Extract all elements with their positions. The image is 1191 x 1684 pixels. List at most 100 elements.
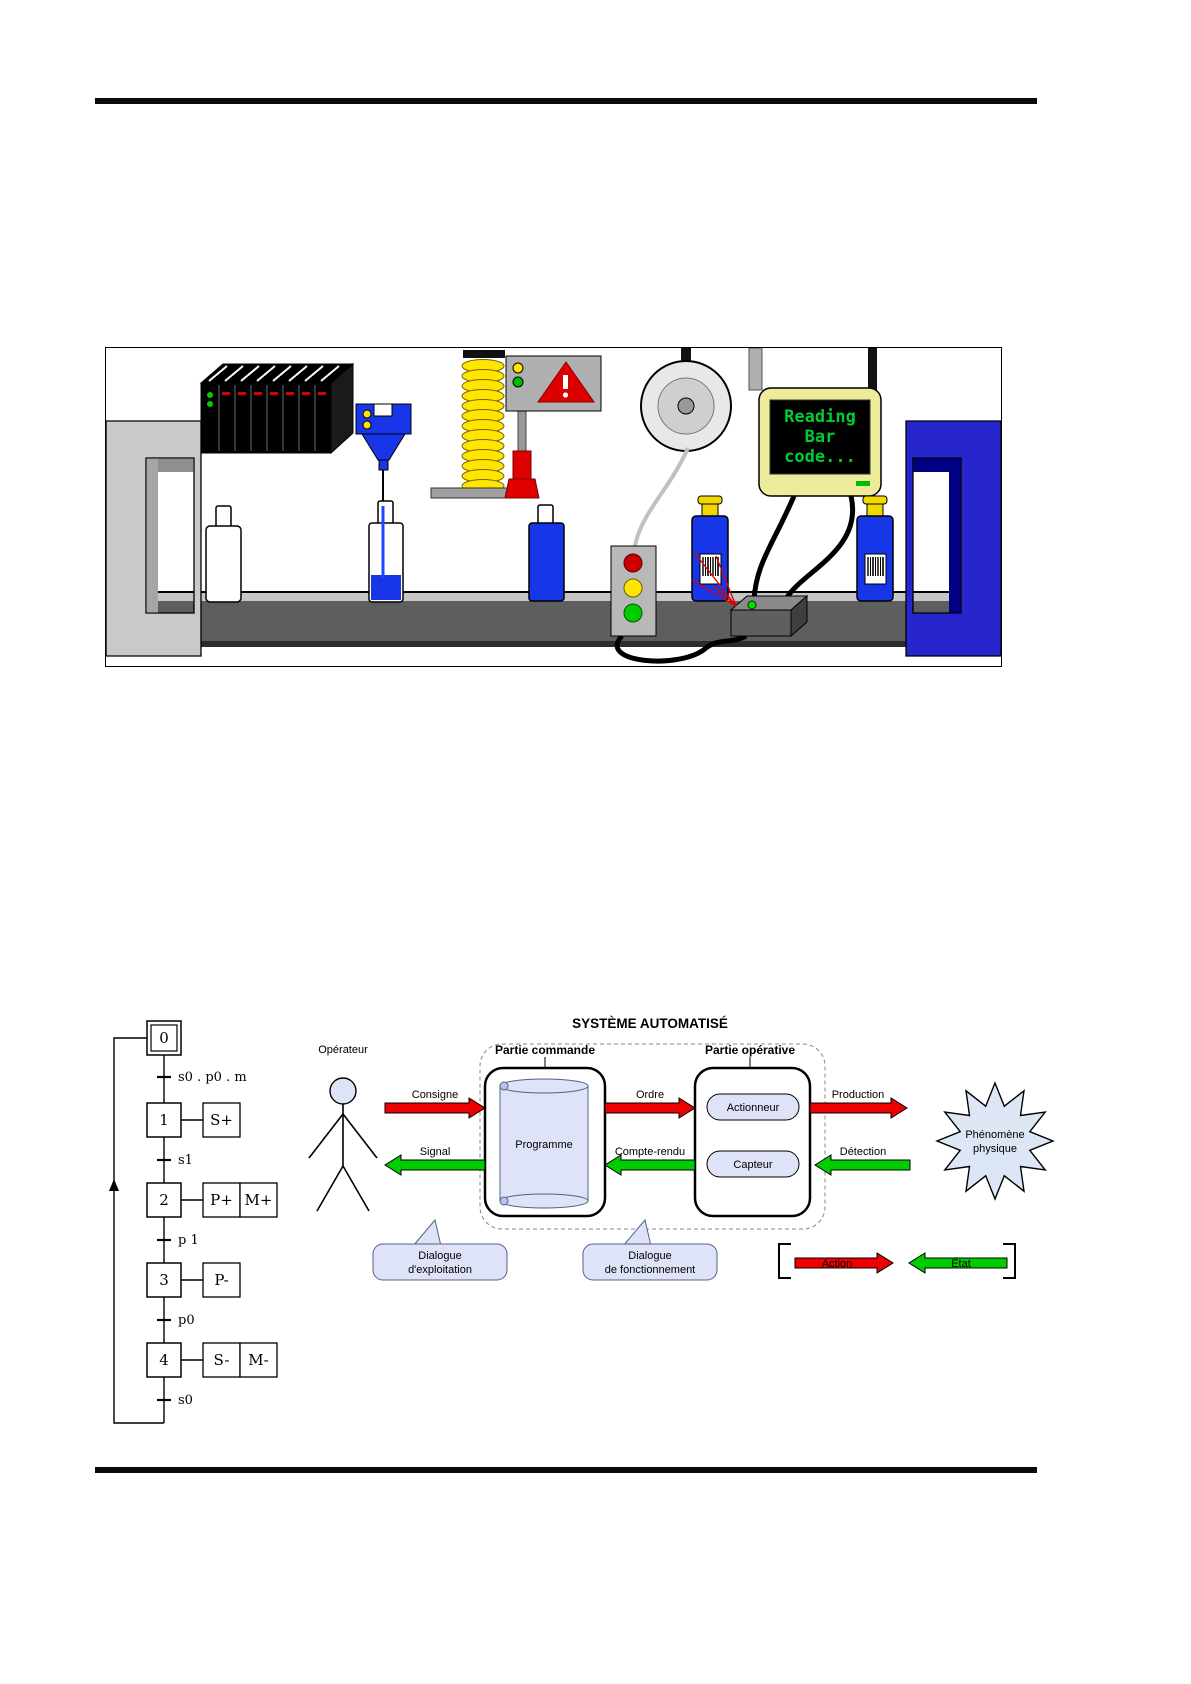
automated-system-diagram: SYSTÈME AUTOMATISÉ Opérateur Partie comm… xyxy=(295,1006,1070,1341)
laser-beams xyxy=(691,551,737,607)
step-3-action: P- xyxy=(214,1271,228,1289)
panel-green-light xyxy=(512,376,524,388)
programme-label: Programme xyxy=(515,1139,572,1151)
step-1-number: 1 xyxy=(159,1111,169,1129)
red-light xyxy=(623,553,643,573)
bottle-labeled xyxy=(691,495,729,602)
partie-operative-label: Partie opérative xyxy=(705,1043,795,1057)
plc-power-led xyxy=(207,392,213,398)
ordre-label: Ordre xyxy=(636,1089,664,1101)
loop-arrowhead xyxy=(109,1179,119,1191)
warning-sign-panel xyxy=(505,355,602,412)
legend-etat-label: État xyxy=(951,1257,971,1270)
transition-3-label: p0 xyxy=(178,1313,195,1328)
plc-controller xyxy=(199,362,355,455)
scanner-led xyxy=(747,600,757,610)
filling-station xyxy=(355,403,412,506)
operator-label: Opérateur xyxy=(318,1044,368,1056)
barcode-label-2 xyxy=(867,557,884,576)
operator-figure: Opérateur xyxy=(308,1044,378,1212)
step-0-number: 0 xyxy=(159,1029,169,1047)
grafcet-diagram: 0 s0 . p0 . m 1 S+ s1 2 P+ M+ p 1 xyxy=(100,1013,300,1458)
consigne-arrow xyxy=(384,1097,486,1119)
partie-operative: Partie opérative Actionneur Capteur xyxy=(693,1043,812,1218)
legend-action-label: Action xyxy=(822,1258,853,1270)
arrow-legend: Action État xyxy=(778,1243,1016,1279)
bottling-line-illustration: Reading Bar code... xyxy=(105,347,1002,667)
grafcet-step-4: 4 S- M- xyxy=(146,1342,278,1378)
monitor-hanger-right xyxy=(868,348,877,394)
step-3-number: 3 xyxy=(159,1271,169,1289)
compte-rendu-label: Compte-rendu xyxy=(615,1146,685,1158)
transition-4-label: s0 xyxy=(178,1393,193,1408)
capteur-label: Capteur xyxy=(733,1159,772,1171)
green-light xyxy=(623,603,643,623)
step-2-action-1: P+ xyxy=(210,1191,233,1209)
traffic-light xyxy=(610,545,657,637)
grafcet-step-1: 1 S+ xyxy=(146,1102,241,1138)
monitor-cable-1 xyxy=(751,495,797,601)
entry-tunnel xyxy=(106,420,202,657)
yellow-light xyxy=(623,578,643,598)
detection-arrow xyxy=(814,1154,911,1176)
dialogue-fonctionnement-bubble: Dialogue de fonctionnement xyxy=(582,1218,718,1281)
bottle-empty xyxy=(205,505,242,603)
partie-commande-label: Partie commande xyxy=(495,1043,595,1057)
signal-label: Signal xyxy=(420,1146,451,1158)
step-4-action-1: S- xyxy=(214,1351,230,1369)
step-1-action: S+ xyxy=(210,1111,233,1129)
exit-tunnel xyxy=(905,420,1001,657)
traffic-light-cable xyxy=(614,633,748,664)
monitor-text-line2: Bar xyxy=(805,427,836,447)
phenomene-line1: Phénomène xyxy=(965,1129,1024,1141)
ordre-arrow xyxy=(604,1097,696,1119)
consigne-label: Consigne xyxy=(412,1089,458,1101)
detection-label: Détection xyxy=(840,1146,886,1158)
bottle-labeled-2 xyxy=(856,495,894,602)
monitor-hanger-left xyxy=(748,348,763,391)
red-actuator xyxy=(504,450,540,499)
plc-status-leds xyxy=(222,392,326,395)
actionneur-block xyxy=(706,1093,800,1121)
barcode-monitor: Reading Bar code... xyxy=(758,387,882,497)
grafcet-svg: 0 s0 . p0 . m 1 S+ s1 2 P+ M+ p 1 xyxy=(109,1020,278,1424)
signal-arrow xyxy=(384,1154,486,1176)
phenomene-line2: physique xyxy=(973,1143,1017,1155)
actionneur-label: Actionneur xyxy=(727,1102,780,1114)
bubble1-line2: d'exploitation xyxy=(408,1264,472,1276)
transition-0-label: s0 . p0 . m xyxy=(178,1070,247,1085)
grafcet-step-2: 2 P+ M+ xyxy=(146,1182,278,1218)
phenomene-starburst: Phénomène physique xyxy=(935,1081,1055,1201)
legend-action-arrow xyxy=(794,1252,894,1274)
programme-scroll: Programme xyxy=(499,1078,589,1209)
bottle-full xyxy=(528,504,565,602)
dialogue-exploitation-bubble: Dialogue d'exploitation xyxy=(372,1218,508,1281)
monitor-power-led xyxy=(856,481,870,486)
grafcet-step-0: 0 xyxy=(146,1020,182,1056)
system-boundary xyxy=(479,1043,826,1230)
legend-etat-arrow xyxy=(908,1252,1008,1274)
transition-1-label: s1 xyxy=(178,1153,193,1168)
partie-commande: Partie commande Programme xyxy=(483,1043,607,1218)
monitor-cable-2 xyxy=(781,495,856,605)
actuator-rod xyxy=(517,410,527,452)
step-4-number: 4 xyxy=(159,1351,169,1369)
transition-2-label: p 1 xyxy=(178,1233,199,1248)
grafcet-step-3: 3 P- xyxy=(146,1262,241,1298)
legend-bracket-right xyxy=(1003,1243,1016,1279)
plc-run-led xyxy=(207,401,213,407)
bubble2-line1: Dialogue xyxy=(628,1250,671,1262)
bottling-line-scene: Reading Bar code... xyxy=(106,348,1001,664)
grafcet-loop-line xyxy=(113,1037,164,1424)
barcode-scanner xyxy=(729,594,809,638)
bubble2-line2: de fonctionnement xyxy=(605,1264,696,1276)
system-diagram-svg: SYSTÈME AUTOMATISÉ Opérateur Partie comm… xyxy=(308,1016,1055,1281)
coil-spring xyxy=(461,359,505,493)
step-2-action-2: M+ xyxy=(245,1191,273,1209)
panel-yellow-light xyxy=(512,362,524,374)
production-arrow xyxy=(809,1097,908,1119)
production-label: Production xyxy=(832,1089,885,1101)
system-title: SYSTÈME AUTOMATISÉ xyxy=(572,1016,728,1031)
bubble1-line1: Dialogue xyxy=(418,1250,461,1262)
